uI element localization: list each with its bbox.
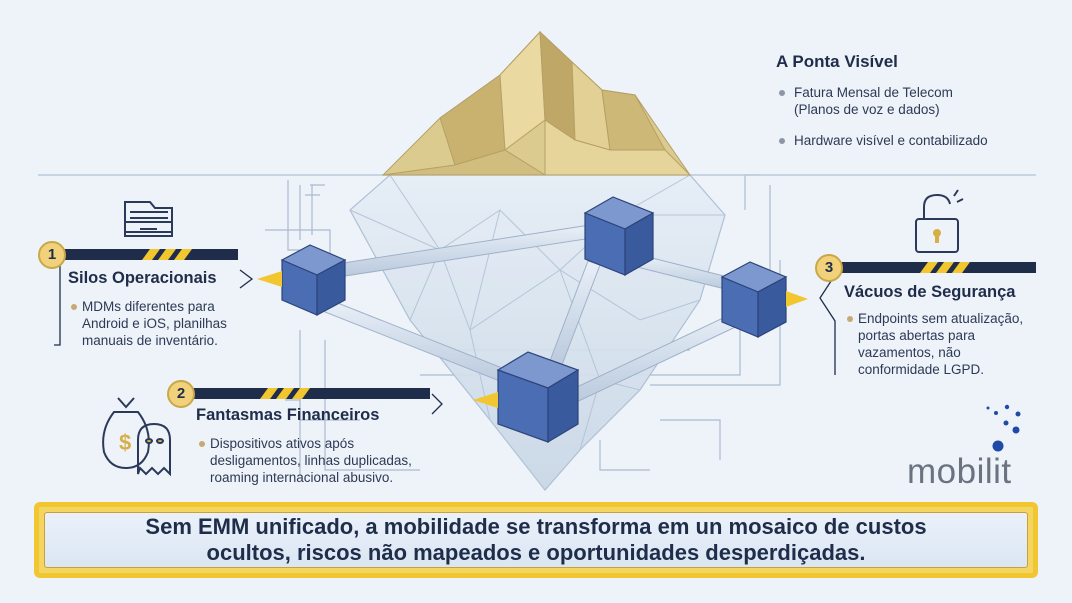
section-3-bracket (819, 274, 836, 375)
visible-tip-list: Fatura Mensal de Telecom (Planos de voz … (776, 84, 1056, 149)
cube-node-1 (280, 244, 347, 317)
section-vacuos: Vácuos de Segurança Endpoints sem atuali… (844, 283, 1044, 378)
cube-node-2 (583, 196, 655, 277)
section-2-list: Dispositivos ativos após desligamentos, … (196, 435, 446, 486)
section-1-bracket (54, 262, 61, 346)
open-padlock-icon (915, 189, 964, 253)
conclusion-text: Sem EMM unificado, a mobilidade se trans… (145, 514, 927, 565)
section-1-list: MDMs diferentes para Android e iOS, plan… (68, 298, 248, 349)
mobilit-logo: mobilit (907, 452, 1012, 491)
logo-dots (986, 404, 1021, 452)
section-3-list: Endpoints sem atualização, portas aberta… (844, 310, 1044, 378)
conclusion-banner-inner: Sem EMM unificado, a mobilidade se trans… (44, 512, 1028, 568)
section-2-number: 2 (167, 380, 195, 408)
list-item: Fatura Mensal de Telecom (Planos de voz … (776, 84, 974, 118)
section-2-title: Fantasmas Financeiros (196, 406, 380, 424)
cube-node-4 (496, 351, 580, 444)
section-3-bar (840, 262, 1036, 273)
section-1-title: Silos Operacionais (68, 269, 217, 287)
list-item: Hardware visível e contabilizado (776, 132, 1056, 149)
connector-tubes (324, 224, 747, 408)
section-silos: Silos Operacionais MDMs diferentes para … (68, 269, 248, 349)
circuit-lines (265, 174, 781, 475)
section-2-chevron (431, 393, 443, 415)
list-item: Dispositivos ativos após desligamentos, … (196, 435, 440, 486)
section-3-number: 3 (815, 254, 843, 282)
money-bag-ghost-icon: $ (102, 397, 171, 477)
section-fantasmas: Fantasmas Financeiros Dispositivos ativo… (196, 406, 446, 486)
conclusion-banner: Sem EMM unificado, a mobilidade se trans… (34, 502, 1038, 578)
section-1-bar (64, 249, 238, 260)
iceberg-tip (381, 30, 692, 176)
visible-tip-block: A Ponta Visível Fatura Mensal de Telecom… (776, 52, 1056, 163)
section-1-chevron (239, 269, 254, 289)
pointer-arrow-2 (473, 392, 498, 408)
svg-text:$: $ (119, 430, 131, 455)
section-2-bar (190, 388, 430, 399)
pointer-arrow-1 (257, 271, 282, 287)
section-1-number: 1 (38, 241, 66, 269)
visible-tip-title: A Ponta Visível (776, 52, 898, 71)
pointer-arrow-3 (786, 291, 808, 307)
file-cabinet-icon (124, 201, 173, 237)
list-item: Endpoints sem atualização, portas aberta… (844, 310, 1034, 378)
list-item: MDMs diferentes para Android e iOS, plan… (68, 298, 242, 349)
cube-node-3 (720, 261, 788, 339)
section-3-title: Vácuos de Segurança (844, 283, 1016, 301)
